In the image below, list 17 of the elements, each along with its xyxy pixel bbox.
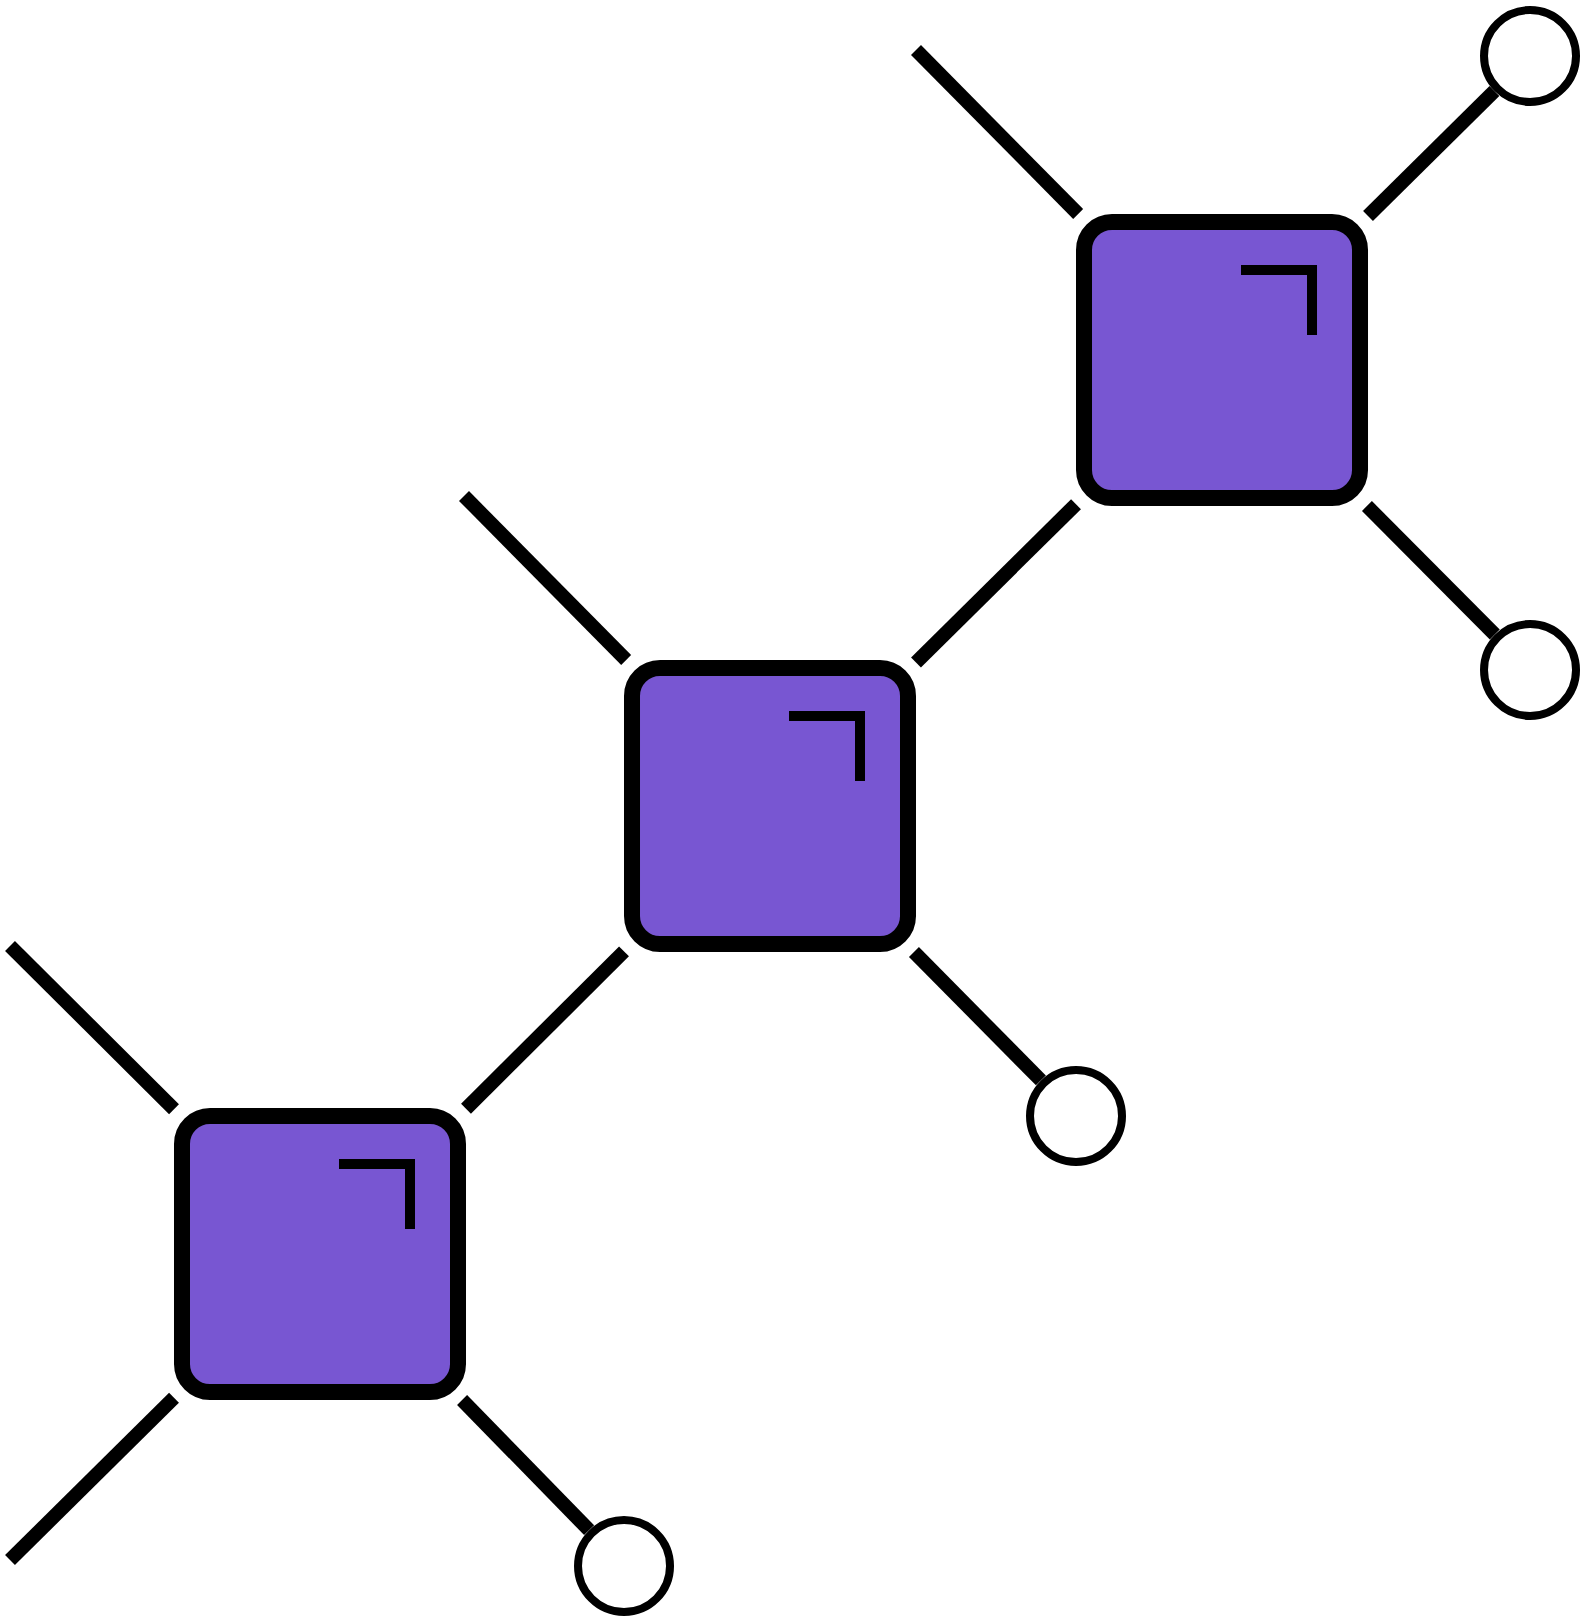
connector-line bbox=[5, 1392, 179, 1565]
tensor-box bbox=[624, 660, 916, 952]
connector-line bbox=[459, 491, 632, 665]
tensor-box bbox=[1076, 214, 1368, 506]
open-circle bbox=[1480, 6, 1580, 106]
connector-line bbox=[908, 947, 1046, 1086]
open-circle bbox=[1026, 1066, 1126, 1166]
connector-line bbox=[457, 1395, 595, 1536]
open-circle bbox=[574, 1516, 674, 1616]
tensor-box bbox=[174, 1108, 466, 1400]
connector-line bbox=[5, 941, 179, 1115]
connector-line bbox=[911, 499, 1081, 668]
connector-line bbox=[461, 946, 629, 1114]
open-circle bbox=[1480, 620, 1580, 720]
connector-line bbox=[1361, 501, 1500, 640]
connector-line bbox=[1363, 86, 1500, 221]
connector-line bbox=[911, 45, 1084, 219]
